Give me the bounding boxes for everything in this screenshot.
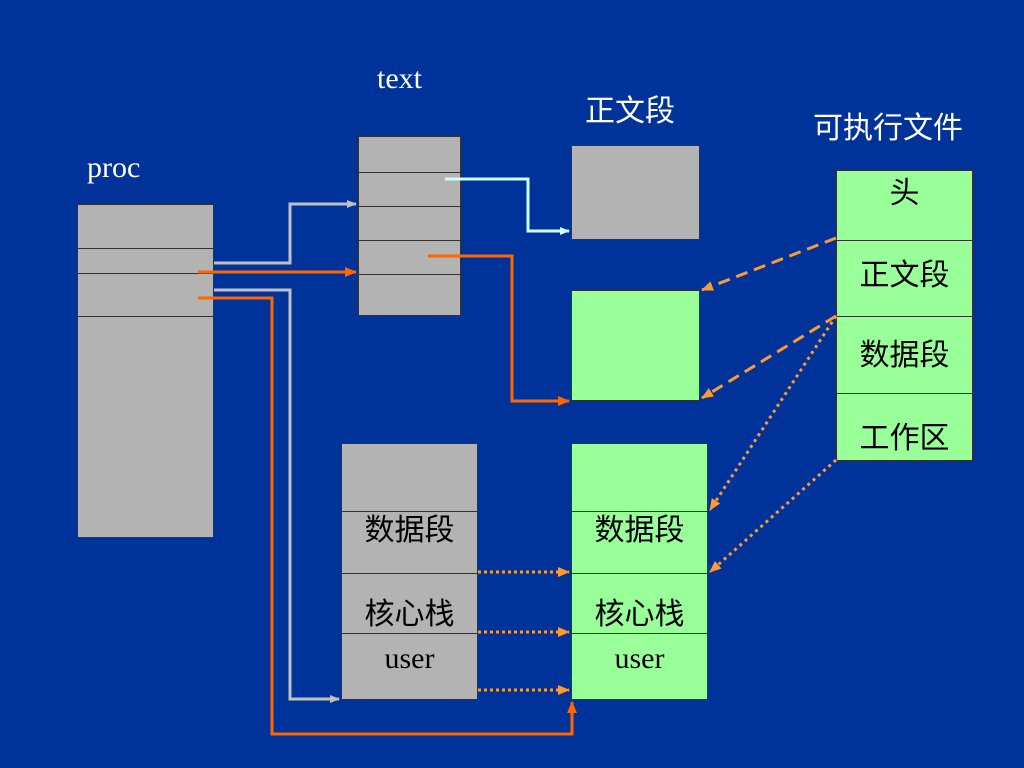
executable-file-table: 头 正文段 数据段 工作区 bbox=[836, 170, 973, 461]
text-row-5 bbox=[359, 274, 460, 316]
green-text-segment-box bbox=[571, 290, 700, 401]
text-label: text bbox=[377, 62, 422, 95]
proc-row-4 bbox=[78, 316, 213, 538]
proc-to-green-user-arrow bbox=[198, 296, 577, 736]
gray-row-stack: 核心栈 bbox=[342, 573, 477, 633]
executable-file-label: 可执行文件 bbox=[813, 112, 963, 145]
exec-row-header: 头 bbox=[889, 177, 920, 210]
text-to-segment-arrow bbox=[445, 177, 570, 235]
text-segment-label: 正文段 bbox=[585, 95, 675, 128]
text-row-3 bbox=[359, 206, 460, 240]
text-table bbox=[358, 136, 461, 316]
gray-process-image: 数据段 核心栈 user bbox=[341, 443, 478, 700]
exec-row-work: 工作区 bbox=[837, 393, 972, 462]
text-row-2 bbox=[359, 172, 460, 206]
exec-data-to-image-data-arrow bbox=[708, 315, 838, 511]
exec-work-to-image-arrow bbox=[709, 458, 837, 574]
exec-data-to-green-arrow bbox=[701, 314, 837, 400]
exec-row-text: 正文段 bbox=[837, 240, 972, 316]
green-row-data: 数据段 bbox=[572, 511, 707, 573]
green-process-image: 数据段 核心栈 user bbox=[571, 443, 708, 700]
exec-row-data: 数据段 bbox=[837, 316, 972, 393]
text-row-4 bbox=[359, 240, 460, 274]
proc-label: proc bbox=[87, 151, 141, 184]
proc-to-text-gray-arrow bbox=[214, 200, 357, 265]
proc-table bbox=[77, 204, 214, 538]
exec-text-to-segment-arrow bbox=[701, 236, 837, 292]
text-segment-box bbox=[571, 145, 700, 240]
gray-row-user: user bbox=[342, 633, 477, 700]
green-row-stack: 核心栈 bbox=[572, 573, 707, 633]
proc-to-gray-user-arrow bbox=[214, 288, 340, 703]
proc-row-3 bbox=[78, 273, 213, 316]
proc-row-2 bbox=[78, 248, 213, 273]
green-row-user: user bbox=[572, 633, 707, 700]
text-to-green-segment-arrow bbox=[428, 254, 570, 406]
gray-row-data: 数据段 bbox=[342, 511, 477, 573]
